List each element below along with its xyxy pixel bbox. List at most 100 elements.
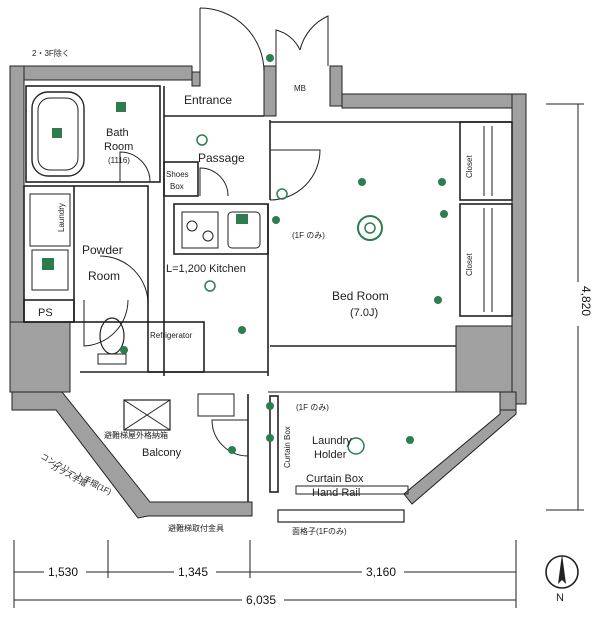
washbasin (29, 193, 71, 247)
bath-outline (25, 85, 161, 183)
wall-left-pier (9, 321, 71, 393)
label-refrigerator: Refrigerator (150, 331, 193, 340)
bathtub-inner (37, 97, 79, 171)
label-kitchen: L=1,200 Kitchen (166, 263, 246, 275)
outlet-icon (358, 178, 366, 186)
dim-1530: 1,530 (48, 565, 78, 579)
sash-frame (269, 395, 279, 493)
label-mb: MB (294, 84, 306, 93)
kitchen-sink (227, 211, 261, 249)
dim-bg (362, 564, 404, 580)
bath-drain (52, 128, 62, 138)
escape-hatch-box (123, 399, 171, 431)
burner-icon (186, 220, 198, 232)
fridge-outline (147, 321, 205, 373)
label-bed-room: Bed Room (332, 289, 389, 303)
dim-bg (242, 592, 284, 608)
closet-2-outline (459, 203, 513, 317)
note-lattice: 面格子(1Fのみ) (292, 526, 347, 536)
range-hood (236, 214, 248, 224)
label-closet-1: Closet (465, 155, 474, 178)
outlet-icon (238, 326, 246, 334)
label-shoes-1: Shoes (166, 170, 189, 179)
ceiling-light-icon (357, 215, 383, 241)
closet-shelves (483, 126, 493, 312)
dimension-labels: 1,530 1,345 3,160 6,035 4,820 (44, 282, 593, 608)
note-1f-only-a: (1F のみ) (292, 231, 325, 240)
mb-door-right (299, 15, 329, 66)
dim-height: 4,820 (579, 286, 593, 316)
burner-icon (202, 230, 214, 242)
label-shoes-2: Box (170, 182, 184, 191)
washing-machine (31, 249, 69, 291)
wall-mb-left (263, 65, 277, 117)
label-powder-2: Room (88, 269, 120, 283)
outlet-icon (272, 216, 280, 224)
outlet-icon (438, 178, 446, 186)
outlet-icon (266, 402, 274, 410)
label-bath-2: Room (104, 141, 133, 153)
note-1f-only-b: (1F のみ) (296, 403, 329, 412)
powder-door (99, 255, 149, 305)
fixtures (29, 91, 409, 523)
laundry-holder-icon (347, 437, 365, 455)
label-bed-size: (7.0J) (350, 307, 378, 319)
outlet-icon (266, 434, 274, 442)
wall-top-right (341, 93, 525, 109)
label-bath: Bath (106, 127, 129, 139)
label-powder: Powder (82, 243, 123, 257)
outlet-icon (266, 54, 274, 62)
powder-outline (23, 185, 149, 323)
outlet-icon (196, 134, 208, 146)
mb-door-left (275, 29, 301, 66)
label-curtain-box: Curtain Box (306, 473, 364, 485)
label-entrance: Entrance (184, 93, 232, 107)
outlet-icon (204, 280, 216, 292)
note-balcony-fixture: 避難梯屋外格納箱 (104, 430, 168, 440)
wall-right (511, 93, 527, 405)
wall-right-pier (455, 325, 513, 393)
window-lattice (277, 509, 405, 523)
compass-needle (558, 554, 566, 584)
note-2-3f: 2・3F除く (32, 48, 70, 58)
ceiling-light-inner (364, 222, 376, 234)
label-ps: PS (38, 307, 53, 319)
label-laundry: Laundry (57, 203, 66, 232)
dim-3160: 3,160 (366, 565, 396, 579)
shoes-box-outline (163, 161, 199, 197)
balcony-parapet (11, 391, 253, 519)
label-laundry-holder: Laundry (312, 435, 352, 447)
wall-top-left (9, 65, 193, 81)
outlet-icon (440, 210, 448, 218)
outlets (120, 54, 448, 454)
entrance-door (199, 7, 265, 73)
powder-door-2 (83, 299, 129, 347)
bedroom-parapet (403, 409, 517, 505)
shoes-door (199, 167, 229, 197)
label-passage: Passage (198, 151, 245, 165)
outlet-icon (228, 446, 236, 454)
dim-bg (570, 282, 586, 326)
label-hand-rail: Hand Rail (312, 487, 360, 499)
label-curtain-box-vertical: Curtain Box (283, 426, 292, 468)
closet-1-outline (459, 121, 513, 201)
bath-fan-icon (116, 102, 126, 112)
bath-door (119, 151, 151, 183)
curtain-rail (295, 485, 409, 495)
note-fence-top: 避難梯取付金具 (168, 523, 224, 533)
bathtub (31, 91, 85, 177)
outlet-icon (434, 296, 442, 304)
ps-outline (23, 299, 75, 323)
label-closet-2: Closet (465, 253, 474, 276)
compass-label: N (556, 592, 564, 604)
compass-icon: N (545, 554, 579, 604)
label-bath-size: (1116) (108, 156, 130, 165)
escape-hatch-cross (123, 399, 171, 431)
doors (83, 7, 329, 457)
label-laundry-holder-2: Holder (314, 449, 347, 461)
dim-bg (44, 564, 86, 580)
wall-top-entrance (191, 71, 201, 87)
outer-walls (9, 65, 527, 415)
washing-machine-tag (42, 258, 54, 270)
